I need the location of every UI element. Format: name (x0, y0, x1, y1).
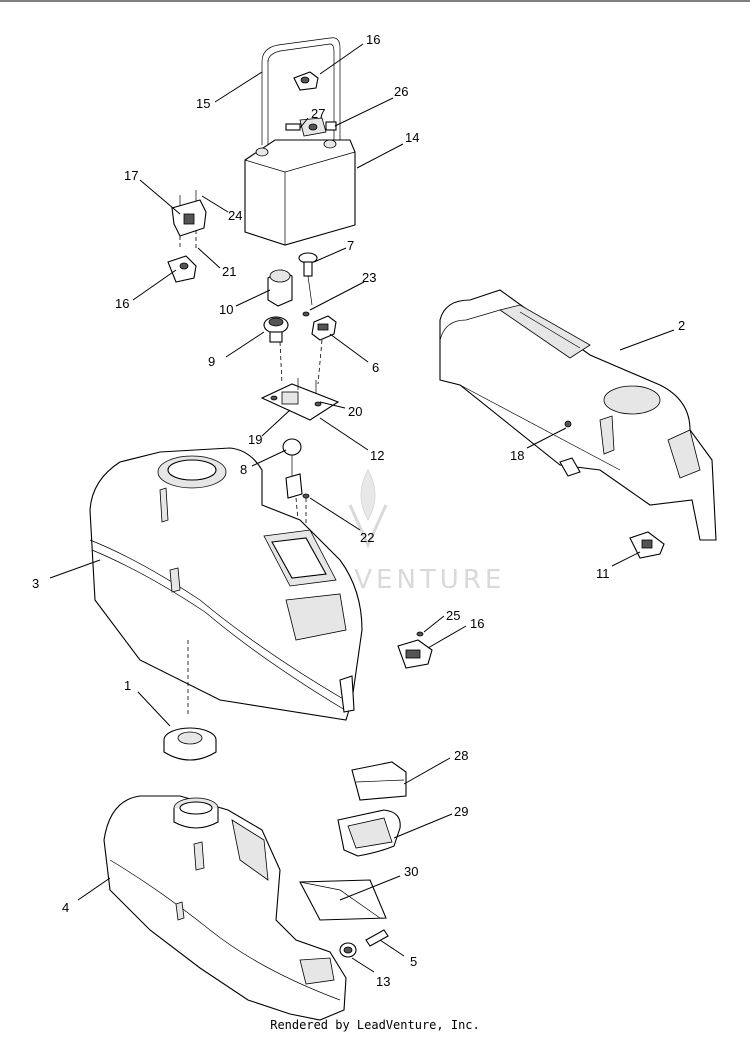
fuel-fitting (339, 929, 389, 958)
callout-23: 22 (360, 530, 374, 545)
ignition-components (263, 252, 337, 385)
throttle-lever (282, 438, 310, 532)
callout-22: 21 (222, 264, 236, 279)
battery (244, 139, 356, 246)
callout-15: 15 (196, 96, 210, 111)
callout-31: 30 (404, 864, 418, 879)
callout-18: 17 (124, 168, 138, 183)
callout-29: 28 (454, 748, 468, 763)
battery-strap (261, 37, 341, 145)
fuel-cap (163, 727, 217, 761)
console-left (89, 447, 363, 721)
battery-clip-upper (293, 71, 319, 91)
callout-17: 16 (470, 616, 484, 631)
leader-lines (49, 43, 675, 973)
callout-14: 14 (405, 130, 419, 145)
callout-21: 20 (348, 404, 362, 419)
callout-19: 18 (510, 448, 524, 463)
console-cover-right (439, 289, 717, 541)
callout-20: 19 (248, 432, 262, 447)
callout-30: 29 (454, 804, 468, 819)
solenoid-assembly (167, 190, 207, 283)
callout-2: 2 (678, 318, 685, 333)
callout-1: 1 (124, 678, 131, 693)
callout-4: 4 (62, 900, 69, 915)
callouts: 16 15 27 26 14 17 24 21 16 7 10 23 9 6 2… (32, 32, 685, 989)
callout-5: 5 (410, 954, 417, 969)
callout-16-lower: 16 (115, 296, 129, 311)
callout-9: 9 (208, 354, 215, 369)
trim-pieces (299, 761, 407, 921)
fuel-tank (103, 795, 347, 1021)
callout-8: 8 (240, 462, 247, 477)
callout-13: 13 (376, 974, 390, 989)
connector-11 (629, 531, 665, 559)
callout-12: 12 (370, 448, 384, 463)
callout-11: 11 (596, 566, 610, 581)
callout-16-upper: 16 (366, 32, 380, 47)
callout-3: 3 (32, 576, 39, 591)
callout-24: 23 (362, 270, 376, 285)
callout-6: 6 (372, 360, 379, 375)
callout-10: 10 (219, 302, 233, 317)
footer-credit: Rendered by LeadVenture, Inc. (270, 1018, 480, 1032)
callout-28: 27 (311, 106, 325, 121)
terminal-hardware (285, 117, 337, 137)
callout-7: 7 (347, 238, 354, 253)
switch-17 (397, 631, 433, 669)
mounting-bracket (260, 378, 340, 421)
callout-27: 26 (394, 84, 408, 99)
callout-26: 25 (446, 608, 460, 623)
callout-25: 24 (228, 208, 242, 223)
